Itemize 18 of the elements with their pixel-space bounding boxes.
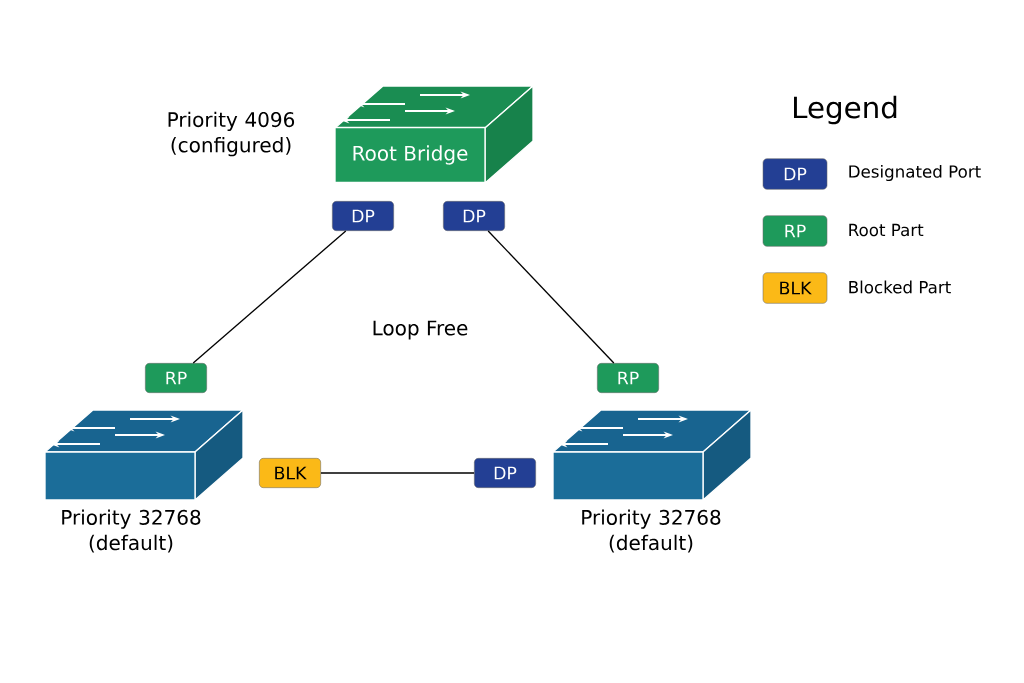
legend-heading: Legend xyxy=(794,95,897,125)
priority-caption: Priority 4096 (configured) xyxy=(168,111,295,157)
port-badge: RP xyxy=(597,363,659,393)
link-line xyxy=(487,230,615,364)
node-label: Root Bridge xyxy=(353,145,468,165)
link-line xyxy=(320,472,475,474)
port-badge: DP xyxy=(474,458,536,488)
legend-text: Designated Port xyxy=(849,164,981,182)
loop-free-label: Loop Free xyxy=(373,320,468,340)
port-badge: DP xyxy=(332,201,394,231)
port-badge: BLK xyxy=(259,458,321,488)
legend-text: Blocked Part xyxy=(849,280,951,294)
priority-caption: Priority 32768 (default) xyxy=(62,509,201,553)
priority-caption: Priority 32768 (default) xyxy=(582,509,721,553)
port-badge: DP xyxy=(443,201,505,231)
link-line xyxy=(192,230,347,364)
port-badge: RP xyxy=(145,363,207,393)
legend-text: Root Part xyxy=(849,223,924,237)
